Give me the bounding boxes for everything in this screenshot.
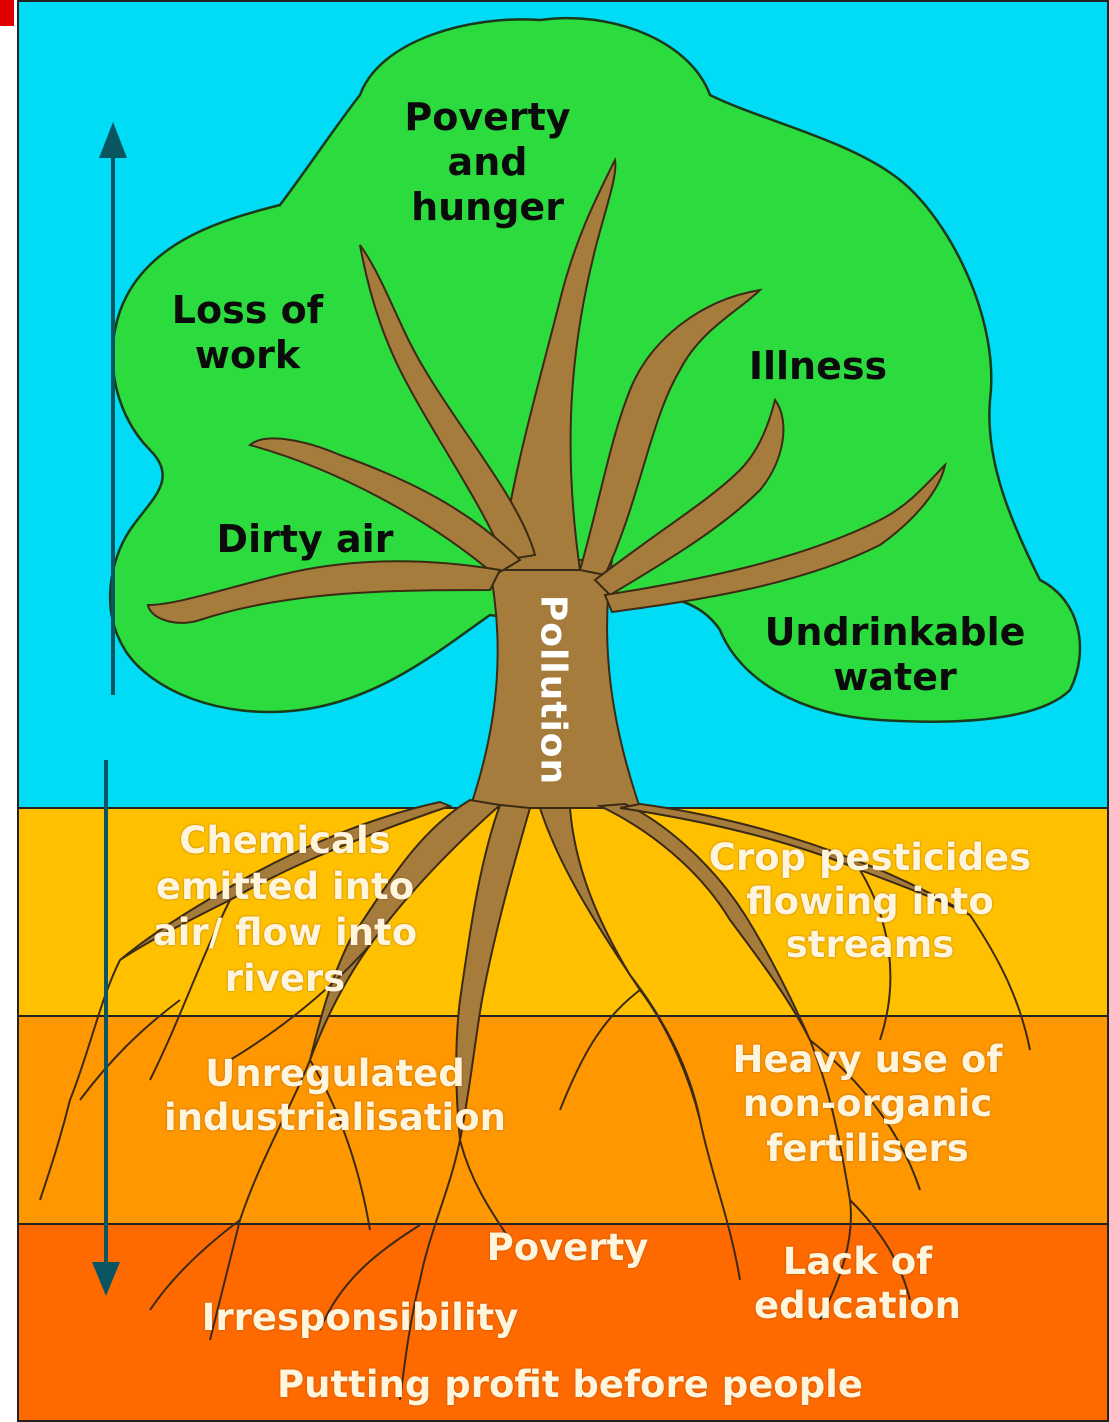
label-poverty-root: Poverty [460, 1226, 675, 1270]
label-dirty-air: Dirty air [185, 517, 425, 562]
label-irresponsibility: Irresponsibility [145, 1296, 575, 1340]
corner-marker [0, 0, 14, 26]
label-putting-profit-before-people: Putting profit before people [150, 1363, 990, 1407]
label-crop-pesticides: Crop pesticides flowing into streams [660, 836, 1080, 967]
label-poverty-and-hunger: Poverty and hunger [380, 95, 595, 229]
label-unregulated-industrialisation: Unregulated industrialisation [110, 1052, 560, 1139]
label-pollution: Pollution [533, 595, 574, 785]
label-illness: Illness [718, 344, 918, 389]
label-loss-of-work: Loss of work [135, 288, 360, 378]
label-chemicals-emitted: Chemicals emitted into air/ flow into ri… [95, 818, 475, 1002]
label-undrinkable-water: Undrinkable water [720, 610, 1070, 700]
label-lack-of-education: Lack of education [715, 1240, 1000, 1327]
label-heavy-use-fertilisers: Heavy use of non-organic fertilisers [680, 1038, 1055, 1171]
